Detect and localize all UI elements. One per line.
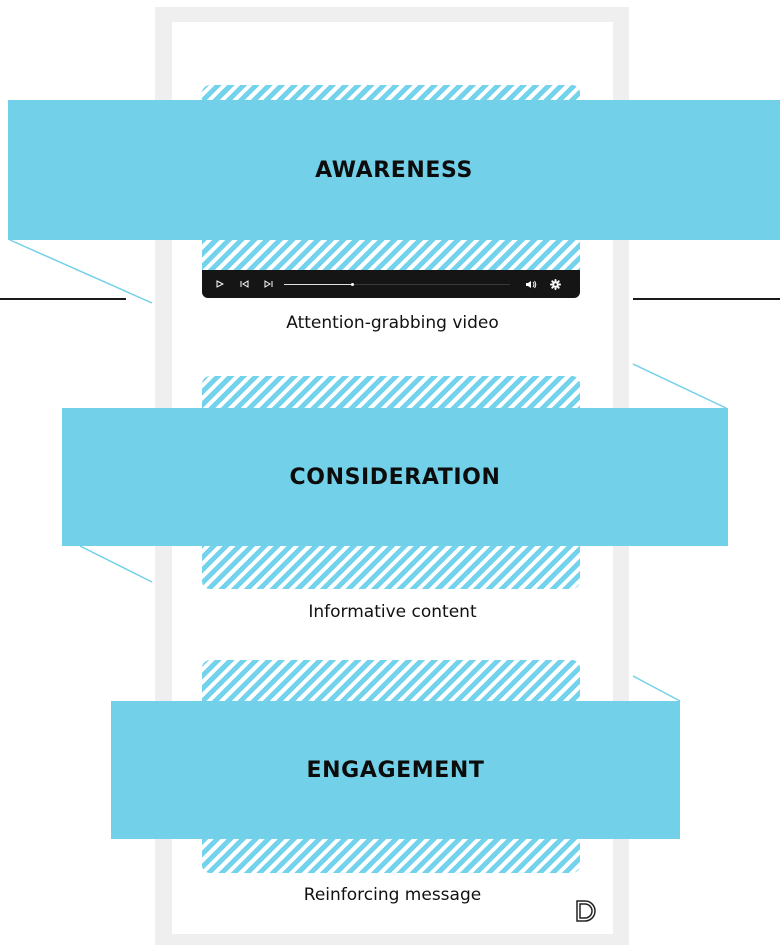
settings-button[interactable] [546,270,564,298]
volume-button[interactable] [522,270,540,298]
skip-back-icon [240,280,248,288]
d-logo-icon [576,900,596,922]
skip-forward-icon [264,280,272,288]
banner-title-consideration: CONSIDERATION [289,464,501,490]
banner-awareness: AWARENESS [8,100,780,240]
stage-caption-consideration: Informative content [308,602,477,622]
settings-icon [549,278,561,290]
progress-fill [284,283,352,285]
play-button[interactable] [212,270,228,298]
connector-line [9,239,153,304]
progress-bar[interactable] [284,270,510,298]
skip-forward-button[interactable] [260,270,276,298]
banner-title-engagement: ENGAGEMENT [306,757,485,783]
play-icon [216,280,224,288]
connector-line [79,545,153,583]
divider-line-right [633,298,780,300]
divider-line-left [0,298,126,300]
stage-caption-engagement: Reinforcing message [303,885,482,905]
volume-icon [526,280,537,288]
connector-line [632,363,727,409]
connector-line [632,675,681,702]
skip-back-button[interactable] [236,270,252,298]
banner-title-awareness: AWARENESS [315,157,473,183]
progress-handle[interactable] [350,282,354,286]
banner-consideration: CONSIDERATION [62,408,728,546]
stage-caption-awareness: Attention-grabbing video [286,313,499,333]
video-player-controls [202,270,580,298]
banner-engagement: ENGAGEMENT [111,701,680,839]
